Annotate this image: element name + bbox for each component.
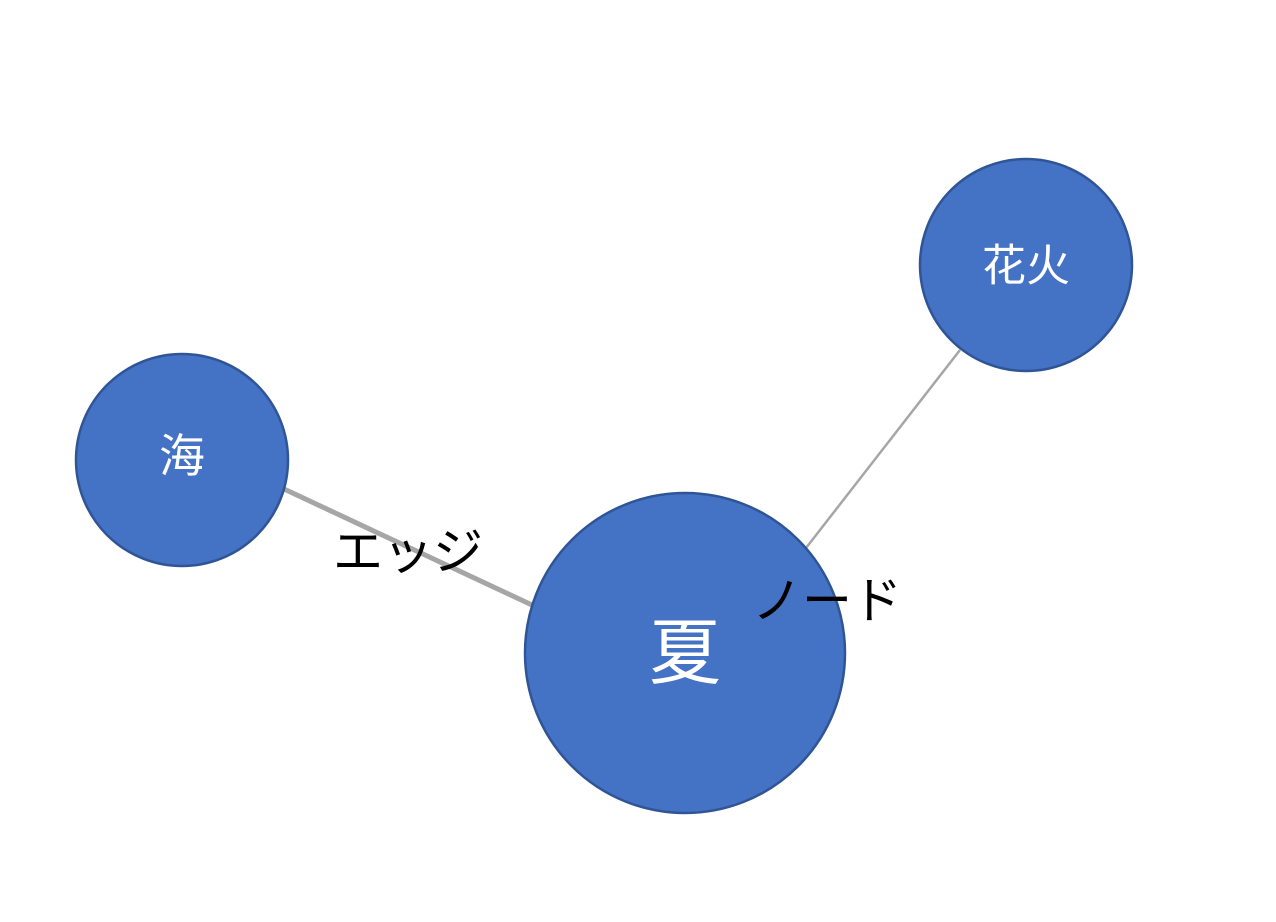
node-hanabi[interactable]: 花火 xyxy=(918,157,1134,373)
node-hanabi-circle xyxy=(918,157,1134,373)
node-natsu-label: 夏 xyxy=(649,611,721,695)
node-natsu[interactable]: 夏 xyxy=(523,491,847,815)
node-natsu-circle xyxy=(523,491,847,815)
edge-umi-natsu xyxy=(282,486,534,608)
node-umi-circle xyxy=(74,352,290,568)
node-umi-label: 海 xyxy=(159,429,205,483)
node-umi[interactable]: 海 xyxy=(74,352,290,568)
node-annotation: ノード xyxy=(752,572,902,630)
node-hanabi-label: 花火 xyxy=(982,241,1070,292)
edge-natsu-hanabi xyxy=(805,349,961,549)
edge-annotation: エッジ xyxy=(333,523,483,581)
